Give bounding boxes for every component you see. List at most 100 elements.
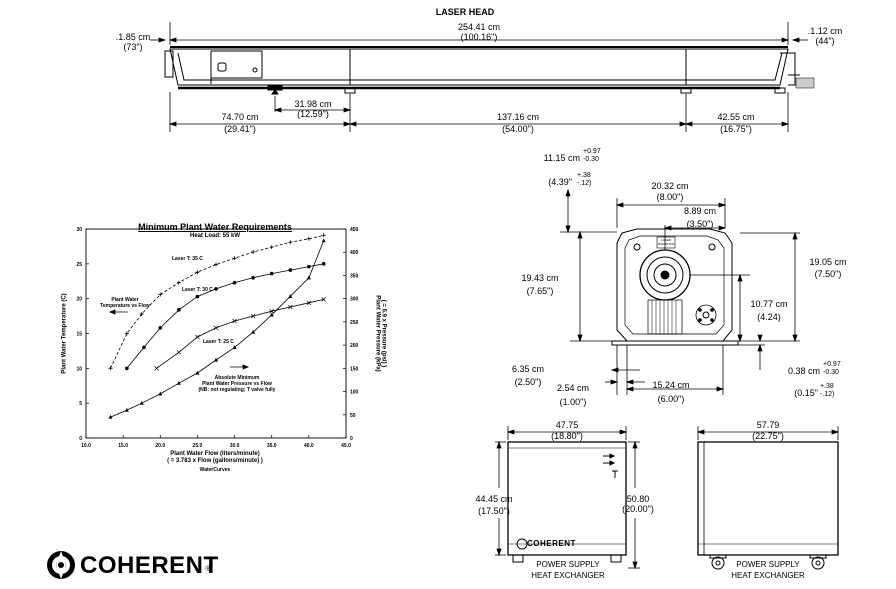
end-clear-tol-in-plus: +.38 — [820, 383, 834, 390]
series-4-point — [321, 238, 326, 243]
chart-subtitle: Heat Load: 55 kW — [189, 233, 240, 239]
laser-head-seg3-cm: 42.55 cm — [717, 112, 755, 122]
ps-front-width-in: (18.80") — [551, 431, 583, 441]
series-3-point — [288, 304, 293, 310]
chart-y-right-axis-label-2: ( = 6.9 x Pressure (psi) ) — [380, 299, 387, 368]
chart-title: Minimum Plant Water Requirements — [138, 222, 292, 232]
chart-footer: WaterCurves — [199, 467, 231, 473]
laser-head-mount-in: (12.59") — [297, 109, 329, 119]
y-right-tick-label: 0 — [350, 436, 353, 442]
end-height-tol-cm-plus: +0.97 — [583, 148, 601, 155]
x-tick-label: 45.0 — [341, 443, 351, 449]
end-foot-cm: 6.35 cm — [511, 364, 544, 374]
y-tick-label: 25 — [76, 262, 82, 268]
power-supply-front-dimensions — [495, 426, 640, 570]
end-center-in: (3.50") — [686, 219, 714, 229]
coherent-logo-mark — [47, 551, 75, 579]
end-view-drawing — [611, 228, 739, 346]
series-label-35c: Laser T: 35 C — [172, 256, 203, 262]
y-right-tick-label: 150 — [350, 366, 359, 372]
x-tick-label: 40.0 — [304, 443, 314, 449]
series-3-point — [232, 318, 237, 324]
series-3-point — [306, 300, 312, 306]
chart-x-axis-label: Plant Water Flow (liters/minute) — [170, 451, 260, 457]
end-height-tol-in-minus: -.12) — [577, 180, 592, 187]
series-2-point — [232, 280, 237, 285]
series-4-point — [306, 275, 311, 280]
y-right-tick-label: 50 — [350, 413, 356, 419]
series-3-point — [269, 308, 274, 314]
end-foot-in: (2.50") — [514, 377, 542, 387]
series-2-line — [126, 263, 324, 369]
end-right-h-cm: 19.05 cm — [809, 257, 847, 267]
laser-head-overall-cm: 254.41 cm — [457, 22, 501, 32]
series-2-point — [177, 308, 181, 312]
end-height-in: (4.39" — [548, 177, 572, 187]
series-1-point — [251, 249, 256, 254]
series-label-25c: Laser T: 25 C — [203, 339, 234, 345]
series-4-point — [124, 407, 129, 412]
series-2-point — [269, 271, 274, 276]
series-2-point — [288, 268, 293, 272]
end-clear-cm: 0.38 cm — [787, 366, 820, 376]
end-right-h-in: (7.50") — [814, 269, 842, 279]
end-clear-tol-cm-minus: -0.30 — [823, 369, 839, 376]
y-tick-label: 20 — [76, 297, 82, 303]
ps-front-total-h-in: (20.00") — [622, 504, 654, 514]
ps-front-label-1: POWER SUPPLY — [536, 560, 600, 569]
series-2-point — [195, 294, 200, 299]
y-tick-label: 0 — [79, 436, 82, 442]
series-4-point — [108, 414, 113, 419]
series-1-point — [124, 331, 129, 336]
ps-front-height-in: (17.50") — [478, 506, 510, 516]
ps-side-width-in: (22.75") — [752, 431, 784, 441]
chart-annotation-pressure: Absolute Minimum Plant Water Pressure vs… — [198, 375, 276, 393]
ps-front-brand: COHERENT — [527, 539, 576, 548]
ps-front-height-cm: 44.45 cm — [475, 494, 513, 504]
end-clear-tol-cm-plus: +0.97 — [823, 361, 841, 368]
series-1-point — [306, 236, 311, 241]
laser-head-seg1-cm: 74.70 cm — [221, 112, 259, 122]
ps-front-width-cm: 47.75 — [555, 420, 579, 430]
power-supply-side-drawing — [697, 441, 839, 570]
laser-head-seg2-cm: 137.16 cm — [496, 112, 540, 122]
ps-front-total-h-cm: 50.80 — [626, 494, 650, 504]
series-1-point — [288, 240, 293, 245]
x-tick-label: 35.0 — [267, 443, 277, 449]
coherent-logo-registered: ® — [205, 566, 211, 573]
series-3-point — [213, 325, 219, 331]
series-2-point — [142, 345, 146, 350]
y-tick-label: 5 — [79, 401, 82, 407]
series-4-point — [269, 312, 274, 317]
series-1-point — [108, 366, 113, 371]
series-1-point — [269, 245, 274, 250]
end-center-cm: 8.89 cm — [683, 206, 716, 216]
series-4-point — [139, 400, 144, 405]
chart-annotation-arrows — [108, 309, 250, 370]
series-3-line — [156, 299, 324, 369]
coherent-logo-text: COHERENT — [80, 552, 219, 579]
series-1-point — [139, 311, 144, 316]
end-width-cm: 20.32 cm — [651, 181, 689, 191]
ps-side-label-2: HEAT EXCHANGER — [731, 571, 805, 580]
chart-x-axis-label-2: ( = 3.783 x Flow (gallons/minute) ) — [167, 458, 263, 464]
end-left-h-in: (7.65") — [526, 286, 554, 296]
series-3-point — [176, 350, 182, 355]
laser-head-title: LASER HEAD — [435, 7, 495, 17]
end-height-tol-cm-minus: -0.30 — [583, 156, 599, 163]
laser-head-seg2-in: (54.00") — [502, 124, 534, 134]
y-right-tick-label: 250 — [350, 320, 359, 326]
laser-head-right-end-in: (44") — [815, 36, 835, 46]
series-1-point — [214, 262, 218, 267]
end-small-cm: 2.54 cm — [556, 383, 589, 393]
series-4-point — [232, 345, 237, 350]
series-2-point — [125, 366, 129, 371]
series-3-point — [321, 297, 326, 302]
x-tick-label: 25.0 — [193, 443, 203, 449]
end-width-in: (8.00") — [656, 192, 684, 202]
chart-annotation-temperature: Plant Water Temperature vs Flow — [100, 297, 150, 309]
end-base-in: (6.00") — [657, 394, 685, 404]
series-1-point — [176, 280, 181, 285]
series-1-point — [195, 270, 200, 275]
